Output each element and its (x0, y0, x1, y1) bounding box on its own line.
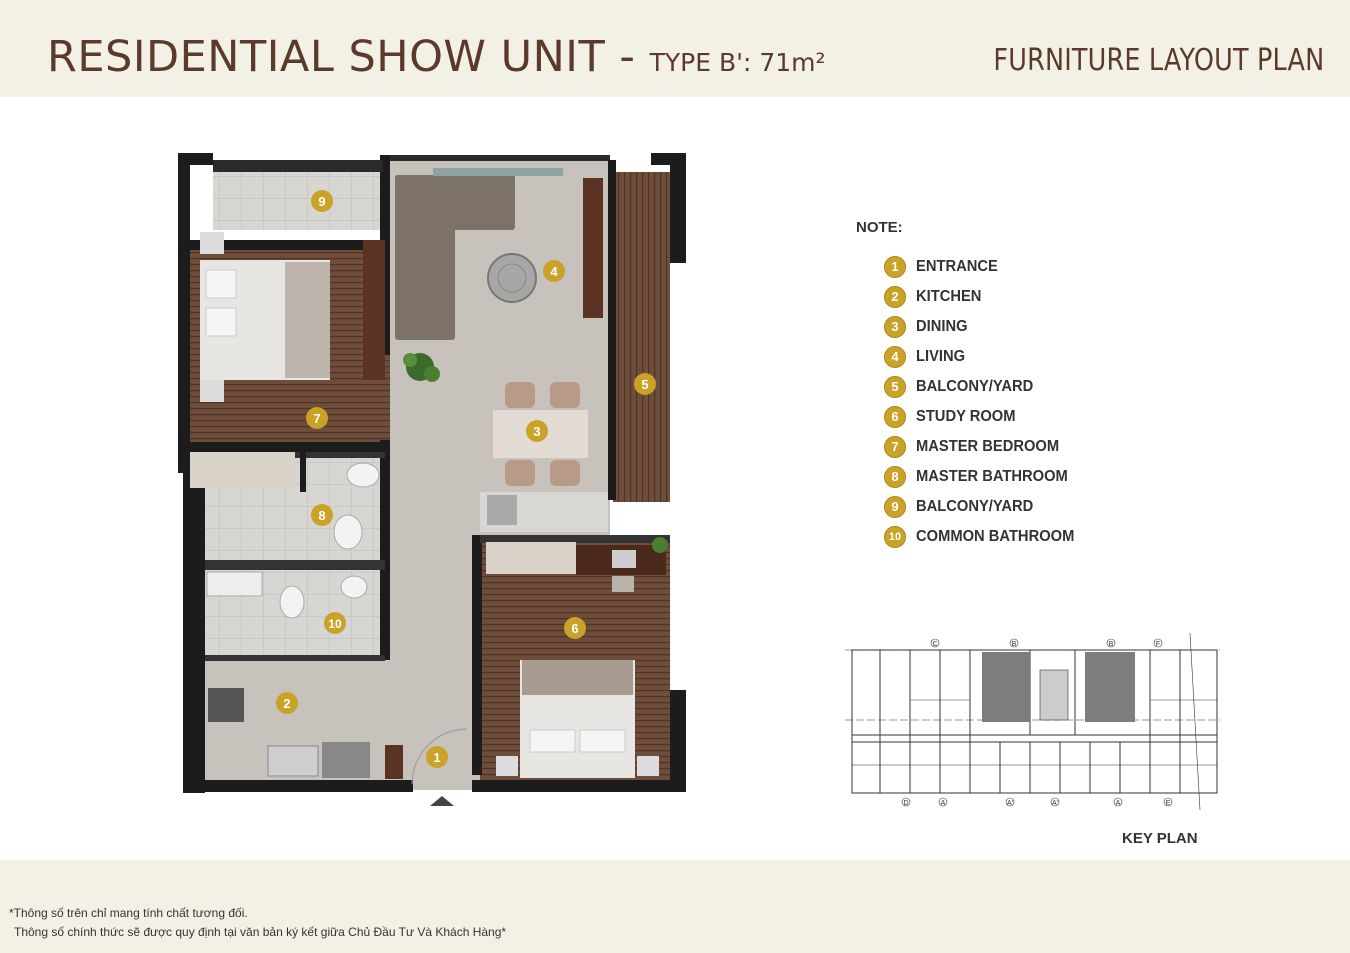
legend-label: BALCONY/YARD (916, 378, 1034, 395)
legend-label: LIVING (916, 348, 966, 365)
key-mark-bottom-2: A (941, 800, 946, 807)
room-marker-1: 1 (426, 746, 448, 768)
room-marker-9: 9 (311, 190, 333, 212)
legend-badge: 2 (884, 286, 906, 308)
layout-plan-title: FURNITURE LAYOUT PLAN (993, 43, 1324, 78)
legend-badge: 1 (884, 256, 906, 278)
room-marker-8-label: 8 (318, 508, 325, 523)
key-mark-bottom-1: D (903, 800, 908, 807)
key-plan-highlight (982, 652, 1135, 722)
legend-badge: 5 (884, 376, 906, 398)
header-band (0, 0, 1350, 97)
disclaimer-line-2: Thông số chính thức sẽ được quy định tại… (14, 925, 507, 939)
legend-badge: 10 (884, 526, 906, 548)
legend-label: STUDY ROOM (916, 408, 1016, 425)
key-mark-top-2: B (1012, 641, 1017, 648)
legend-label: MASTER BEDROOM (916, 438, 1060, 455)
footer-band (0, 860, 1350, 953)
legend-badge: 8 (884, 466, 906, 488)
room-marker-8: 8 (311, 504, 333, 526)
unit-type: TYPE B': 71m² (649, 48, 826, 77)
legend-label: BALCONY/YARD (916, 498, 1034, 515)
key-mark-top-4: F (1156, 641, 1160, 648)
page-title: RESIDENTIAL SHOW UNIT - TYPE B': 71m² (47, 34, 826, 86)
room-marker-10: 10 (324, 612, 346, 634)
room-marker-4: 4 (543, 260, 565, 282)
legend-badge: 6 (884, 406, 906, 428)
room-marker-10-label: 10 (328, 617, 342, 631)
room-marker-2-label: 2 (283, 696, 290, 711)
room-marker-6-label: 6 (571, 621, 578, 636)
key-mark-bottom-6: E (1166, 800, 1171, 807)
room-marker-6: 6 (564, 617, 586, 639)
room-marker-5-label: 5 (641, 377, 648, 392)
disclaimer-line-1: *Thông số trên chỉ mang tính chất tương … (9, 906, 248, 920)
legend-badge: 9 (884, 496, 906, 518)
key-plan: C B B F D A A' A' A E (845, 632, 1220, 811)
legend-label: MASTER BATHROOM (916, 468, 1068, 485)
legend-label: COMMON BATHROOM (916, 528, 1075, 545)
room-marker-5: 5 (634, 373, 656, 395)
key-mark-top-1: C (932, 641, 937, 648)
room-marker-3: 3 (526, 420, 548, 442)
legend-badge: 4 (884, 346, 906, 368)
legend-badge: 7 (884, 436, 906, 458)
furniture (190, 168, 668, 806)
key-plan-lines (845, 632, 1220, 811)
key-mark-bottom-3: A' (1007, 800, 1013, 807)
room-marker-2: 2 (276, 692, 298, 714)
room-marker-3-label: 3 (533, 424, 540, 439)
room-marker-4-label: 4 (550, 264, 558, 279)
key-plan-core (1039, 669, 1069, 721)
legend-badge: 3 (884, 316, 906, 338)
note-heading: NOTE: (856, 219, 903, 236)
floor-plan: 1 2 3 4 5 6 7 8 9 10 (178, 153, 686, 806)
title-separator: - (605, 32, 650, 82)
key-mark-bottom-5: A (1116, 800, 1121, 807)
legend-label: ENTRANCE (916, 258, 998, 275)
room-markers: 1 2 3 4 5 6 7 8 9 10 (276, 190, 656, 768)
title-text: RESIDENTIAL SHOW UNIT (47, 32, 606, 82)
key-mark-top-3: B (1109, 641, 1114, 648)
key-plan-marks: C B B F D A A' A' A E (901, 638, 1173, 807)
room-marker-7-label: 7 (313, 411, 320, 426)
room-marker-9-label: 9 (318, 194, 325, 209)
room-marker-7: 7 (306, 407, 328, 429)
room-marker-1-label: 1 (433, 750, 440, 765)
legend-label: KITCHEN (916, 288, 982, 305)
key-mark-bottom-4: A' (1052, 800, 1058, 807)
legend-label: DINING (916, 318, 968, 335)
key-plan-label: KEY PLAN (1122, 830, 1198, 847)
